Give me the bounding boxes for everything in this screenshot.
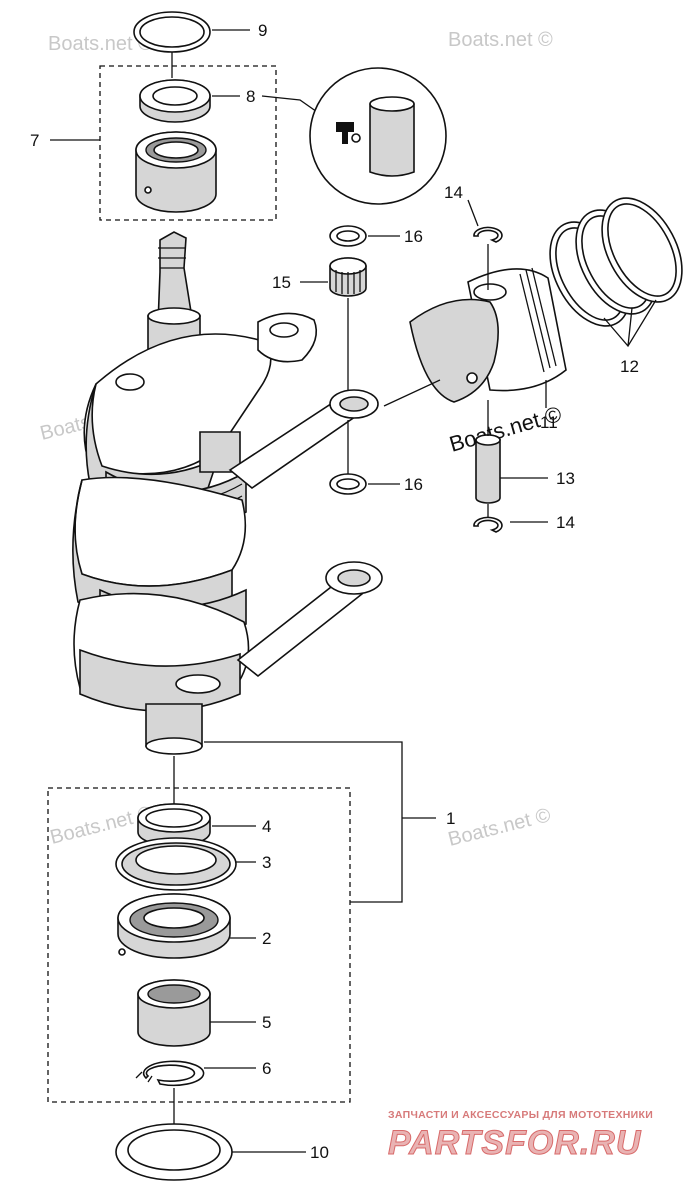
watermark-bottom-right: Boats.net © [446,804,553,851]
callout-11: 11 [540,413,558,432]
watermark-top-right: Boats.net © [448,29,553,51]
part-8-oil-seal [139,79,211,123]
callout-2: 2 [262,929,271,948]
part-6-snap-ring [135,1060,205,1087]
part-5-roller-bearing [137,979,211,1047]
part-13-piston-pin [475,434,501,504]
part-10-washer [115,1123,233,1181]
brand-tagline: ЗАПЧАСТИ И АКСЕССУАРЫ ДЛЯ МОТОТЕХНИКИ [388,1109,653,1121]
callout-15: 15 [272,273,291,292]
part-15-needle-bearing [329,257,367,297]
brand-logo: ЗАПЧАСТИ И АКСЕССУАРЫ ДЛЯ МОТОТЕХНИКИ PA… [388,1109,653,1163]
part-7-bearing [135,131,217,213]
callout-6: 6 [262,1059,271,1078]
callout-13: 13 [556,469,575,488]
part-9-seal [133,11,211,53]
callout-4: 4 [262,817,271,836]
connecting-rod-upper [228,312,379,490]
part-16-washer-top [329,225,367,247]
callout-3: 3 [262,853,271,872]
group-box-7 [99,65,277,221]
callout-14-bottom: 14 [556,513,575,532]
crankshaft [72,231,272,755]
brand-logo-text: PARTSFOR.RU [388,1124,642,1162]
part-12-piston-rings [549,197,683,327]
callout-16-bottom: 16 [404,475,423,494]
part-3-washer [115,837,237,891]
watermark-top-left: Boats.net © [48,33,153,55]
callout-8: 8 [246,87,255,106]
group-box-lower [47,787,351,1103]
callout-1: 1 [446,809,455,828]
part-14-circlip-bottom [473,516,503,533]
callout-14-top: 14 [444,183,463,202]
callout-10: 10 [310,1143,329,1162]
callout-9: 9 [258,21,267,40]
callout-12: 12 [620,357,639,376]
part-11-piston [409,267,567,403]
callout-7: 7 [30,131,39,150]
connecting-rod-lower [236,561,383,678]
lubricant-symbol [309,67,447,205]
callout-16-top: 16 [404,227,423,246]
part-16-washer-bottom [329,473,367,495]
callout-5: 5 [262,1013,271,1032]
part-2-ball-bearing [117,893,231,959]
part-14-circlip-top [473,226,503,243]
